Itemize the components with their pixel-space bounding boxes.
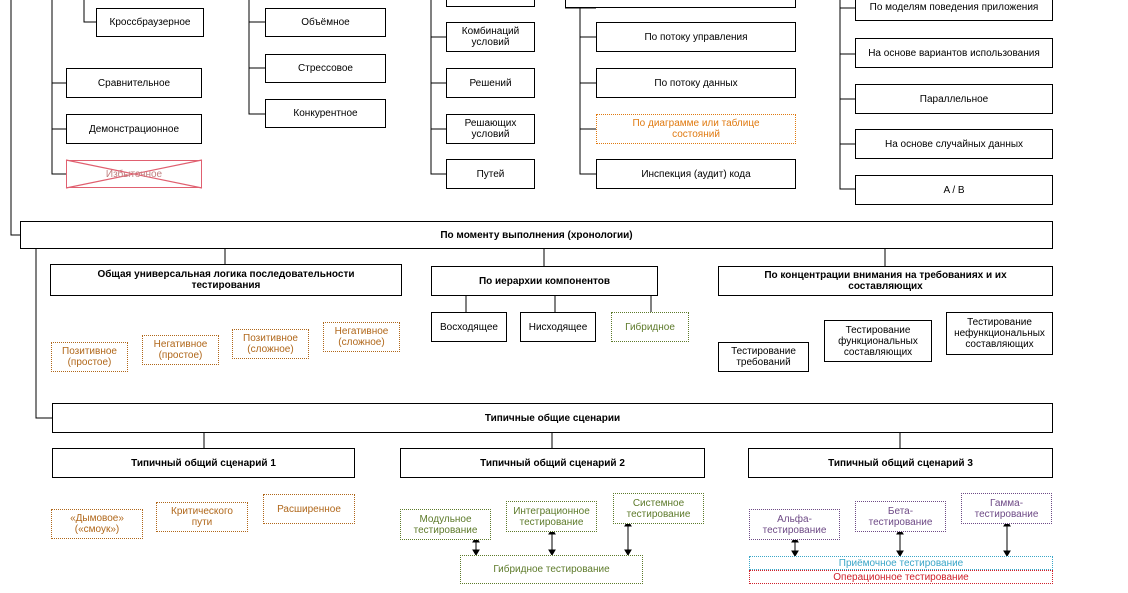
node-hybrid: Гибридное bbox=[611, 312, 689, 342]
strike-line bbox=[65, 159, 203, 189]
box-cut-col3 bbox=[446, 0, 535, 7]
node-demonstration: Демонстрационное bbox=[66, 114, 202, 144]
node-gamma: Гамма- тестирование bbox=[961, 493, 1052, 524]
node-extended: Расширенное bbox=[263, 494, 355, 524]
node-func-testing: Тестирование функциональных составляющих bbox=[824, 320, 932, 362]
node-ab: A / B bbox=[855, 175, 1053, 205]
node-stress: Стрессовое bbox=[265, 54, 386, 83]
node-req-testing: Тестирование требований bbox=[718, 342, 809, 372]
node-negative-simple: Негативное (простое) bbox=[142, 335, 219, 365]
header-scenarios: Типичные общие сценарии bbox=[52, 403, 1053, 433]
node-cross-browser: Кроссбраузерное bbox=[96, 8, 204, 37]
node-bottom-up: Восходящее bbox=[431, 312, 507, 342]
node-negative-complex: Негативное (сложное) bbox=[323, 322, 400, 352]
header-scenario-3: Типичный общий сценарий 3 bbox=[748, 448, 1053, 478]
header-requirements-focus: По концентрации внимания на требованиях … bbox=[718, 266, 1053, 296]
node-parallel: Параллельное bbox=[855, 84, 1053, 114]
node-integration: Интеграционное тестирование bbox=[506, 501, 597, 532]
node-decision-conditions: Решающих условий bbox=[446, 114, 535, 144]
node-behavior-models: По моделям поведения приложения bbox=[855, 0, 1053, 21]
node-decisions: Решений bbox=[446, 68, 535, 98]
header-scenario-2: Типичный общий сценарий 2 bbox=[400, 448, 705, 478]
header-universal-logic: Общая универсальная логика последователь… bbox=[50, 264, 402, 296]
node-random-data: На основе случайных данных bbox=[855, 129, 1053, 159]
node-unit: Модульное тестирование bbox=[400, 509, 491, 540]
node-operational: Операционное тестирование bbox=[749, 570, 1053, 584]
node-system: Системное тестирование bbox=[613, 493, 704, 524]
node-positive-complex: Позитивное (сложное) bbox=[232, 329, 309, 359]
header-chronology: По моменту выполнения (хронологии) bbox=[20, 221, 1053, 249]
node-control-flow: По потоку управления bbox=[596, 22, 796, 52]
node-positive-simple: Позитивное (простое) bbox=[51, 342, 128, 372]
node-data-flow: По потоку данных bbox=[596, 68, 796, 98]
box-cut-col4 bbox=[565, 0, 796, 8]
node-acceptance: Приёмочное тестирование bbox=[749, 556, 1053, 570]
header-hierarchy: По иерархии компонентов bbox=[431, 266, 658, 296]
node-conditions-comb: Комбинаций условий bbox=[446, 22, 535, 52]
node-state-diagram: По диаграмме или таблице состояний bbox=[596, 114, 796, 144]
node-hybrid-testing: Гибридное тестирование bbox=[460, 555, 643, 584]
node-comparative: Сравнительное bbox=[66, 68, 202, 98]
node-top-down: Нисходящее bbox=[520, 312, 596, 342]
node-paths: Путей bbox=[446, 159, 535, 189]
node-code-inspection: Инспекция (аудит) кода bbox=[596, 159, 796, 189]
node-smoke: «Дымовое» («смоук») bbox=[51, 509, 143, 539]
node-beta: Бета- тестирование bbox=[855, 501, 946, 532]
node-redundant: Избыточное bbox=[66, 160, 202, 188]
node-alpha: Альфа- тестирование bbox=[749, 509, 840, 540]
node-critical-path: Критического пути bbox=[156, 502, 248, 532]
node-volume: Объёмное bbox=[265, 8, 386, 37]
node-use-cases: На основе вариантов использования bbox=[855, 38, 1053, 68]
node-competitive: Конкурентное bbox=[265, 99, 386, 128]
node-nonfunc-testing: Тестирование нефункциональных составляющ… bbox=[946, 312, 1053, 355]
header-scenario-1: Типичный общий сценарий 1 bbox=[52, 448, 355, 478]
